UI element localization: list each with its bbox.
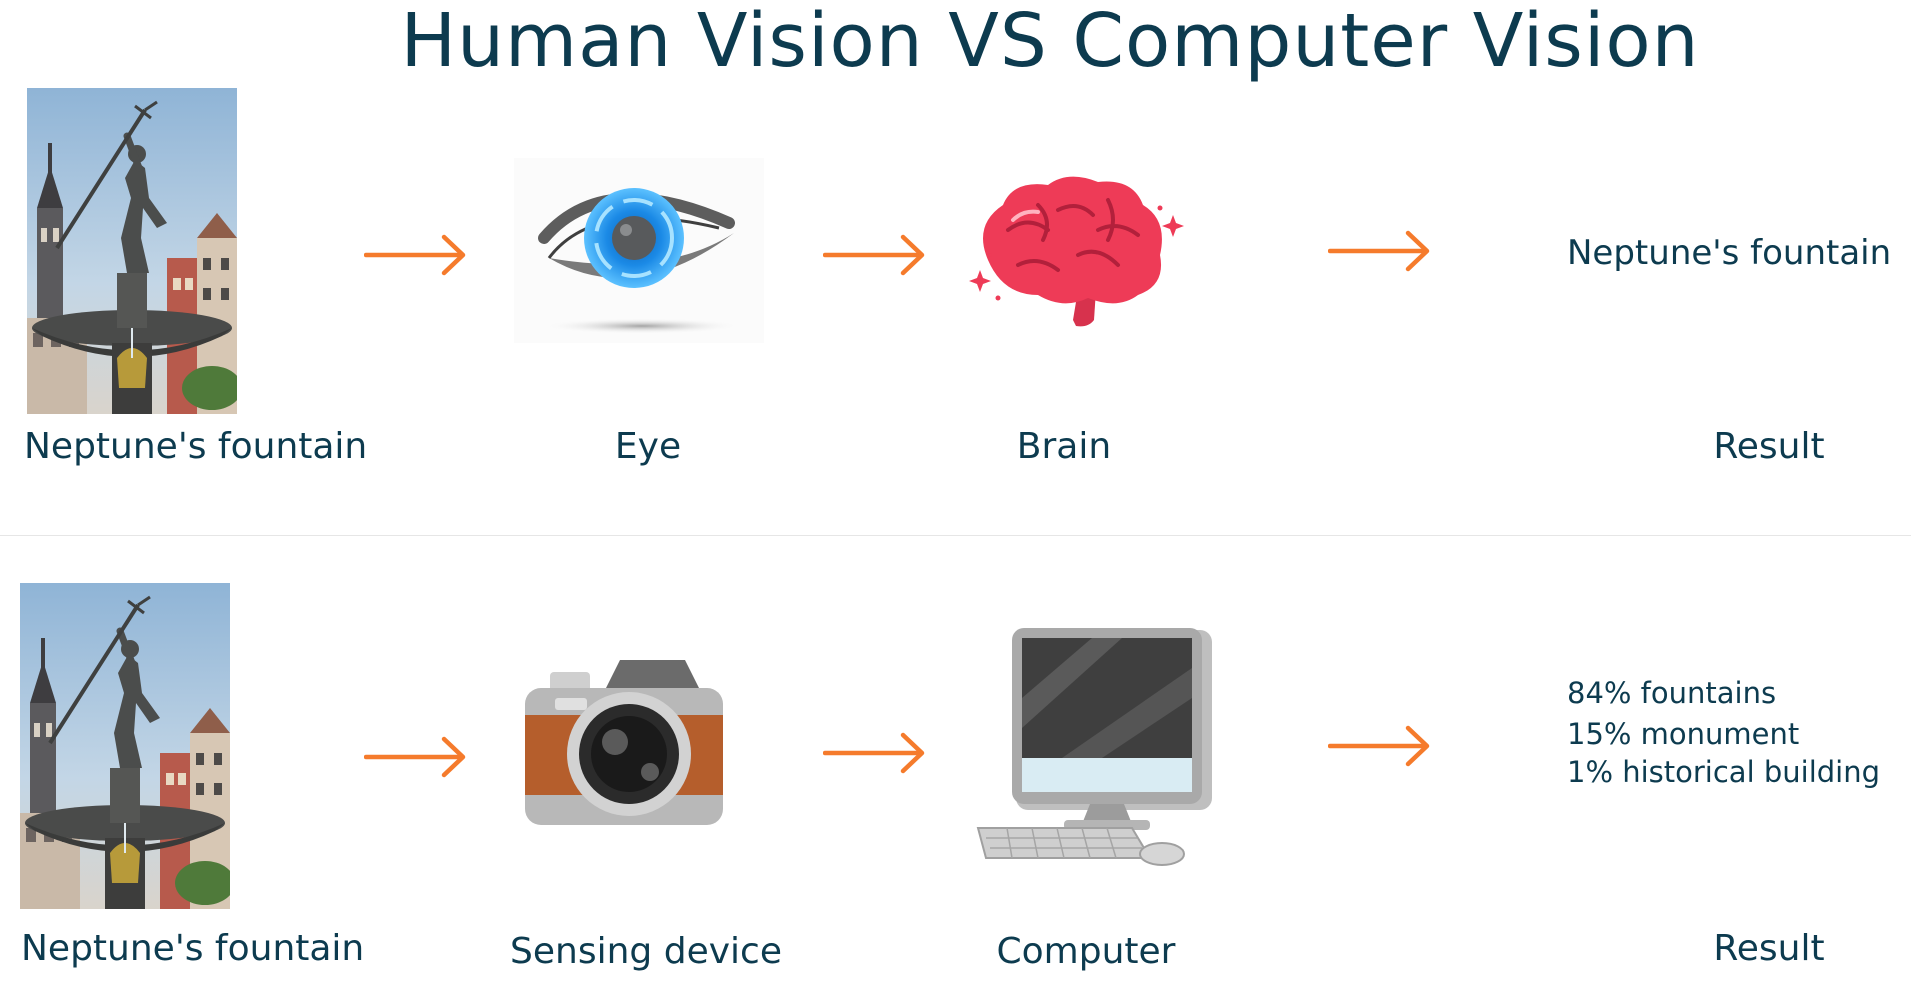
computer-result-line: 15% monument: [1567, 717, 1800, 751]
computer-sensor-label: Sensing device: [510, 931, 782, 972]
arrow-right-icon: [1328, 724, 1432, 768]
computer-result-line: 84% fountains: [1567, 676, 1777, 710]
human-result-text: Neptune's fountain: [1567, 233, 1892, 273]
arrow-right-icon: [364, 233, 468, 277]
fountain-photo: [27, 88, 237, 414]
computer-processor-label: Computer: [996, 931, 1176, 972]
row-divider: [0, 535, 1911, 536]
human-sensor-label: Eye: [614, 426, 682, 467]
camera-icon: [525, 660, 723, 825]
human-source-label: Neptune's fountain: [24, 426, 368, 467]
brain-icon: [969, 176, 1184, 327]
computer-result-label: Result: [1713, 928, 1825, 969]
human-result-label: Result: [1713, 426, 1825, 467]
arrow-right-icon: [823, 731, 927, 775]
computer-source-label: Neptune's fountain: [21, 928, 365, 969]
arrow-right-icon: [823, 233, 927, 277]
eye-icon: [514, 158, 764, 343]
arrow-right-icon: [1328, 229, 1432, 273]
computer-result-line: 1% historical building: [1567, 755, 1881, 789]
fountain-photo: [20, 583, 230, 909]
page-title: Human Vision VS Computer Vision: [400, 0, 1700, 84]
human-processor-label: Brain: [1016, 426, 1112, 467]
computer-icon: [976, 628, 1212, 866]
arrow-right-icon: [364, 735, 468, 779]
